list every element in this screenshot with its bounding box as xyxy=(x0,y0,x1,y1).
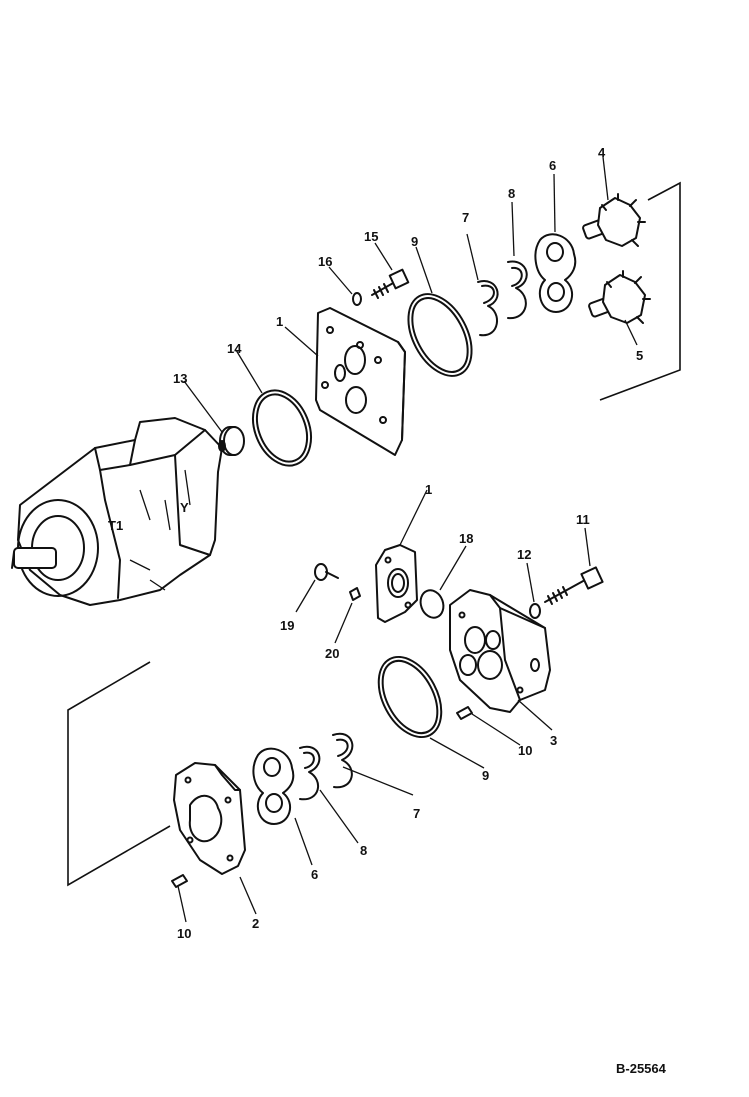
callout-labels: 1 1 2 3 4 5 6 6 7 7 8 8 9 9 10 10 11 12 … xyxy=(173,145,643,941)
callout-1-mid: 1 xyxy=(425,482,432,497)
callout-8-bottom: 8 xyxy=(360,843,367,858)
gear-shaft-5 xyxy=(588,270,651,324)
dowel-pin-10-right xyxy=(456,706,473,720)
backup-ring-8-bottom xyxy=(299,745,321,801)
leader-lines xyxy=(177,156,638,923)
bolt-19 xyxy=(314,563,339,581)
seal-7-bottom xyxy=(332,732,354,789)
cover-2 xyxy=(173,762,246,875)
pump-body: T1 Y xyxy=(11,417,223,606)
frame-top xyxy=(599,181,681,401)
gear-shaft-4 xyxy=(582,193,646,247)
callout-9-bottom: 9 xyxy=(482,768,489,783)
callout-11: 11 xyxy=(576,512,590,527)
callout-19: 19 xyxy=(280,618,294,633)
callout-7-bottom: 7 xyxy=(413,806,420,821)
callout-1-top: 1 xyxy=(276,314,283,329)
callout-13: 13 xyxy=(173,371,187,386)
callout-7-top: 7 xyxy=(462,210,469,225)
svg-text:Y: Y xyxy=(180,500,189,515)
callout-2: 2 xyxy=(252,916,259,931)
callout-6-bottom: 6 xyxy=(311,867,318,882)
callout-12: 12 xyxy=(517,547,531,562)
callout-9-top: 9 xyxy=(411,234,418,249)
svg-text:T1: T1 xyxy=(108,518,123,533)
callout-15: 15 xyxy=(364,229,378,244)
callout-5: 5 xyxy=(636,348,643,363)
frame-bottom xyxy=(67,661,171,887)
flange-1-mid xyxy=(375,544,418,623)
o-ring-9-bottom xyxy=(377,655,443,739)
callout-6-top: 6 xyxy=(549,158,556,173)
o-ring-9-top xyxy=(407,293,473,377)
washer-12 xyxy=(529,603,541,619)
callout-14: 14 xyxy=(227,341,242,356)
callout-10-left: 10 xyxy=(177,926,191,941)
bolt-15 xyxy=(371,268,410,299)
dowel-pin-10-left xyxy=(171,874,188,888)
o-ring-18 xyxy=(419,589,445,619)
washer-16 xyxy=(352,292,362,306)
seal-8-top xyxy=(507,260,528,320)
callout-18: 18 xyxy=(459,531,473,546)
bolt-11 xyxy=(544,566,604,605)
callout-4: 4 xyxy=(598,145,606,160)
callout-20: 20 xyxy=(325,646,339,661)
pin-20 xyxy=(349,587,361,601)
o-ring-14 xyxy=(252,389,312,467)
backup-ring-7-top xyxy=(477,280,499,337)
bushing-6-bottom xyxy=(252,747,295,825)
plate-1 xyxy=(315,307,406,456)
bushing-6-top xyxy=(534,233,577,313)
callout-3: 3 xyxy=(550,733,557,748)
reference-code: B-25564 xyxy=(616,1061,667,1076)
housing-3 xyxy=(449,589,551,713)
callout-10-right: 10 xyxy=(518,743,532,758)
bearing-13 xyxy=(218,426,245,456)
callout-16: 16 xyxy=(318,254,332,269)
callout-8-top: 8 xyxy=(508,186,515,201)
